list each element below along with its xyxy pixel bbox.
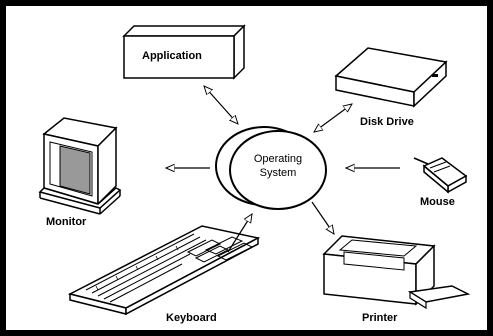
mouse-icon [413,157,468,194]
mouse-label: Mouse [420,196,455,208]
operating-system-label: Operating System [238,152,318,180]
keyboard-icon [67,225,261,316]
disk-drive-icon [334,47,448,108]
arrow-application-os [204,86,238,124]
disk-drive-label: Disk Drive [360,116,414,128]
printer-icon [322,235,471,310]
arrow-keyboard-os [227,214,252,253]
application-box [122,24,246,80]
arrow-diskdrive-os [314,104,352,132]
operating-system-node [215,126,327,210]
printer-label: Printer [362,312,398,324]
diagram-svg [38,24,471,316]
diagram-canvas: Application Disk Drive Monitor Mouse Key… [6,6,487,330]
keyboard-label: Keyboard [166,312,217,324]
operating-system-line1: Operating [253,153,303,165]
monitor-icon [38,117,122,215]
monitor-label: Monitor [46,216,87,228]
arrow-os-printer [311,201,334,234]
operating-system-line2: System [259,167,297,179]
application-label: Application [142,50,202,62]
